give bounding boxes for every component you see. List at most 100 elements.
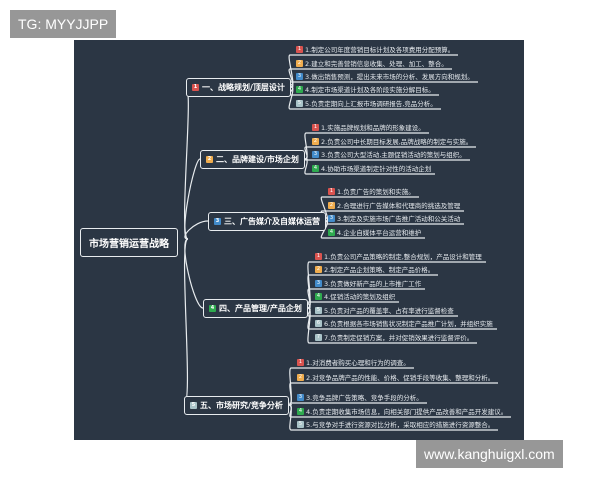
number-badge-icon: 4 (315, 293, 322, 300)
leaf-text: 2.制定产品企划策略、制定产品价格。 (324, 266, 435, 274)
connector-line (307, 307, 477, 344)
leaf-text: 2.建立和完善营销信息收集、处理、加工、整合。 (305, 60, 448, 68)
number-badge-icon: 4 (297, 408, 304, 415)
number-badge-icon: 5 (315, 307, 322, 314)
number-badge-icon: 5 (190, 402, 197, 409)
watermark-bottom-right: www.kanghuigxl.com (416, 440, 563, 468)
connector-line (320, 220, 425, 239)
number-badge-icon: 5 (297, 421, 304, 428)
number-badge-icon: 4 (296, 86, 303, 93)
connector-line (288, 402, 427, 406)
number-badge-icon: 2 (297, 374, 304, 381)
number-badge-icon: 7 (315, 334, 322, 341)
branch-label: 一、战略规划/顶层设计 (202, 83, 285, 92)
leaf-text: 2.对竞争品牌产品的性能、价格、促销手段等收集、整理和分析。 (306, 374, 495, 382)
number-badge-icon: 4 (312, 165, 319, 172)
number-badge-icon: 1 (297, 359, 304, 366)
leaf-text: 1.实施品牌规划和品牌的形象建设。 (321, 124, 425, 132)
connector-line (304, 158, 470, 161)
number-badge-icon: 3 (297, 394, 304, 401)
number-badge-icon: 1 (328, 188, 335, 195)
leaf-text: 4.制定市场渠道计划及各阶段实施分解目标。 (305, 86, 435, 94)
connector-line (184, 220, 209, 240)
root-node[interactable]: 市场营销运营战略 (80, 228, 178, 257)
leaf-text: 1.对消费者购买心理和行为的调查。 (306, 359, 410, 367)
number-badge-icon: 1 (296, 46, 303, 53)
leaf-text: 3.负责做好新产品的上市推广工作 (324, 280, 422, 288)
leaf-text: 1.制定公司年度营销目标计划及各项费用分配预算。 (305, 46, 455, 54)
leaf-text: 4.负责定期收集市场信息，向相关部门提供产品改善和产品开发建议。 (306, 408, 508, 416)
number-badge-icon: 3 (312, 151, 319, 158)
leaf-text: 5.负责定期向上汇报市场调研报告,竞品分析。 (305, 100, 437, 108)
leaf-text: 7.负责制定促销方案，并对促销效果进行监督评价。 (324, 334, 474, 342)
number-badge-icon: 5 (296, 100, 303, 107)
leaf-text: 4.企业自媒体平台运营和维护 (337, 229, 422, 237)
leaf-text: 3.做出销售预测，提出未来市场的分析、发展方向和规划。 (305, 73, 474, 81)
leaf-text: 2.负责公司中长期目标发展,品牌战略的制定与实施。 (321, 138, 473, 146)
branch-label: 四、产品管理/产品企划 (219, 304, 302, 313)
number-badge-icon: 4 (328, 229, 335, 236)
branch-label: 五、市场研究/竞争分析 (200, 401, 283, 410)
leaf-text: 1.负责广告的策划和实施。 (337, 188, 415, 196)
leaf-text: 3.负责公司大型活动,主题促销活动的策划与组织。 (321, 151, 466, 159)
branch-label: 二、品牌建设/市场企划 (216, 155, 299, 164)
number-badge-icon: 6 (315, 320, 322, 327)
number-badge-icon: 2 (206, 156, 213, 163)
root-label: 市场营销运营战略 (89, 239, 169, 250)
leaf-text: 1.负责公司产品策略的制定,整合规划，产品设计和管理 (324, 253, 482, 261)
leaf-text: 4.促销活动的策划及组织 (324, 293, 396, 301)
watermark-top-left: TG: MYYJJPP (10, 10, 117, 38)
connector-line (288, 404, 498, 431)
branch-label: 三、广告媒介及自媒体运营 (224, 217, 320, 226)
number-badge-icon: 1 (312, 124, 319, 131)
leaf-text: 5.负责对产品的覆盖率、占有率进行监督检查 (324, 307, 454, 315)
number-badge-icon: 1 (192, 84, 199, 91)
connector-line (184, 158, 201, 240)
number-badge-icon: 2 (296, 60, 303, 67)
connector-line (288, 86, 441, 110)
leaf-text: 6.负责根据各市场销售状况制定产品推广计划，并组织实施 (324, 320, 493, 328)
number-badge-icon: 1 (315, 253, 322, 260)
number-badge-icon: 4 (209, 305, 216, 312)
leaf-text: 4.协助市场渠道制定针对性的活动企划 (321, 165, 432, 173)
number-badge-icon: 3 (315, 280, 322, 287)
leaf-text: 2.合理进行广告媒体和代理商的挑选及管理 (337, 202, 461, 210)
number-badge-icon: 3 (214, 218, 221, 225)
connector-line (184, 238, 204, 309)
connector-line (304, 158, 435, 175)
leaf-text: 3.竞争品牌广告策略、竞争手段的分析。 (306, 394, 423, 402)
number-badge-icon: 3 (296, 73, 303, 80)
leaf-text: 3.制定及实施市场广告推广活动和公关活动 (337, 215, 461, 223)
number-badge-icon: 2 (315, 266, 322, 273)
